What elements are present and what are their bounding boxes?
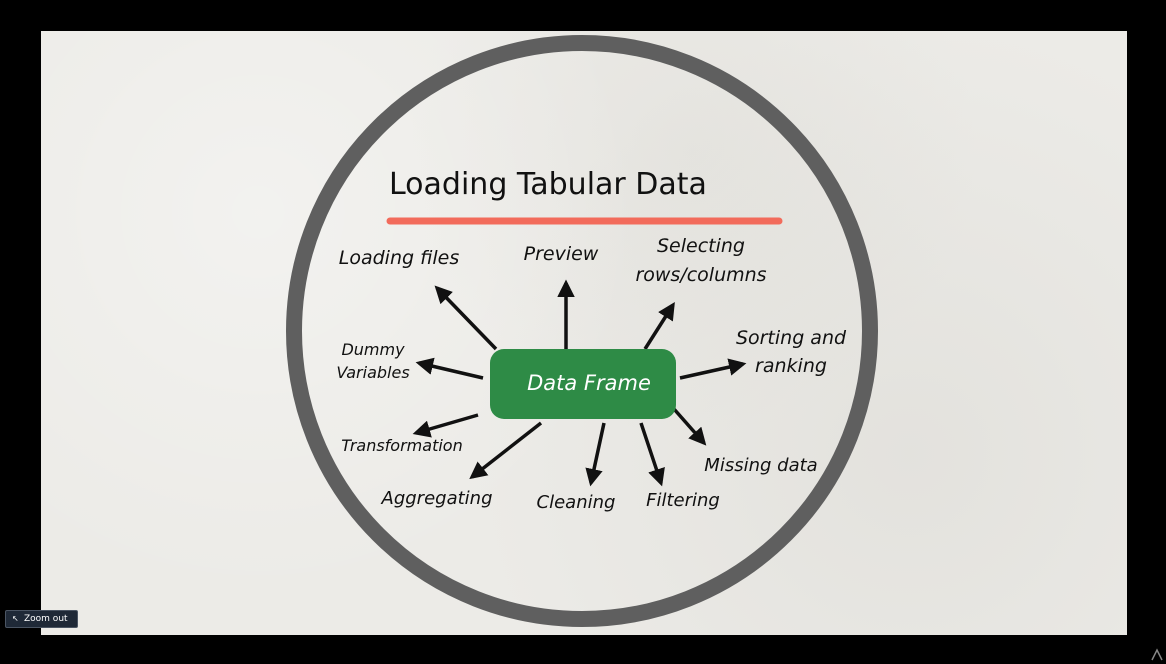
- mind-map-diagram: Loading Tabular Data Data Frame: [286, 35, 878, 627]
- arrow-cleaning: [585, 422, 606, 487]
- arrow-loading-files: [434, 285, 498, 351]
- arrow-selecting: [643, 302, 675, 350]
- label-missing-data: Missing data: [704, 455, 817, 476]
- label-sorting-line2: ranking: [755, 355, 827, 377]
- arrow-up-left-icon: ↖: [12, 614, 19, 623]
- data-frame-label: Data Frame: [527, 371, 651, 395]
- arrow-transformation: [412, 413, 479, 438]
- label-transformation: Transformation: [341, 436, 462, 455]
- label-dummy-variables-line1: Dummy: [341, 340, 405, 359]
- slide: Loading Tabular Data Data Frame: [41, 31, 1127, 635]
- corner-logo-icon: [1151, 648, 1163, 661]
- outer-ring: [286, 35, 878, 627]
- label-aggregating: Aggregating: [381, 488, 493, 509]
- label-dummy-variables-line2: Variables: [336, 363, 409, 382]
- slide-title: Loading Tabular Data: [389, 167, 707, 202]
- label-cleaning: Cleaning: [537, 492, 616, 513]
- data-frame-node: [490, 349, 676, 419]
- arrow-missing-data: [672, 407, 707, 446]
- arrow-filtering: [639, 422, 665, 487]
- zoom-out-button[interactable]: ↖ Zoom out: [5, 610, 78, 628]
- label-selecting-line2: rows/columns: [635, 264, 766, 286]
- arrow-aggregating: [469, 421, 543, 480]
- arrows: [412, 279, 747, 487]
- zoom-out-label: Zoom out: [24, 614, 68, 624]
- arrow-dummy-variables: [415, 357, 484, 380]
- label-sorting-line1: Sorting and: [736, 327, 847, 349]
- label-selecting-line1: Selecting: [657, 235, 745, 257]
- label-loading-files: Loading files: [339, 247, 460, 269]
- label-filtering: Filtering: [646, 490, 720, 511]
- arrow-sorting: [679, 358, 747, 380]
- label-preview: Preview: [524, 243, 599, 265]
